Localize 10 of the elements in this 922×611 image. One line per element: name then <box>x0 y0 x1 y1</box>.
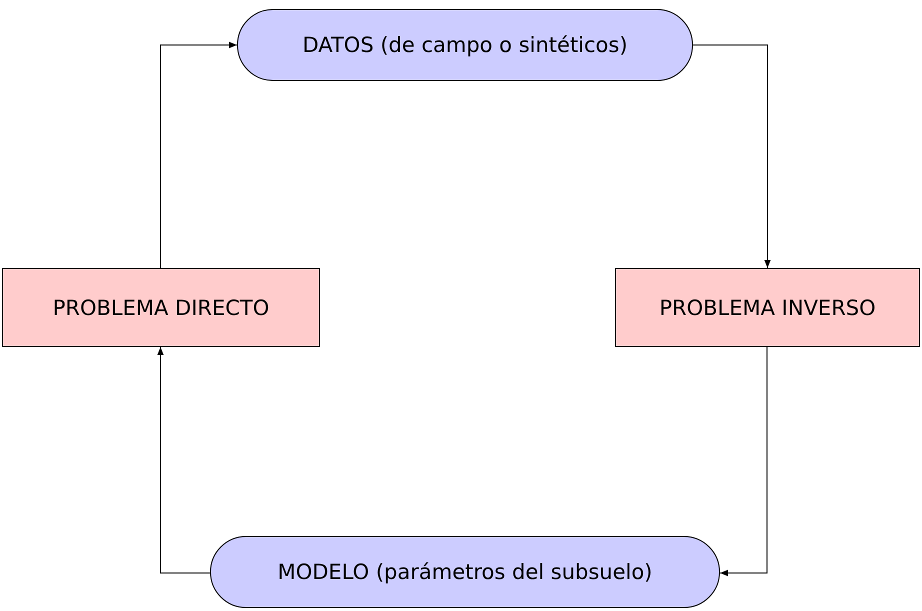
node-label: MODELO (parámetros del subsuelo) <box>278 560 652 584</box>
process-box <box>615 268 920 347</box>
node-label: PROBLEMA DIRECTO <box>52 296 270 320</box>
arrow <box>157 346 210 574</box>
arrow <box>692 44 771 268</box>
arrow <box>720 346 768 576</box>
node-label: PROBLEMA INVERSO <box>659 296 876 320</box>
arrow <box>160 42 238 268</box>
process-box <box>2 268 320 347</box>
node-label: DATOS (de campo o sintéticos) <box>302 33 628 57</box>
